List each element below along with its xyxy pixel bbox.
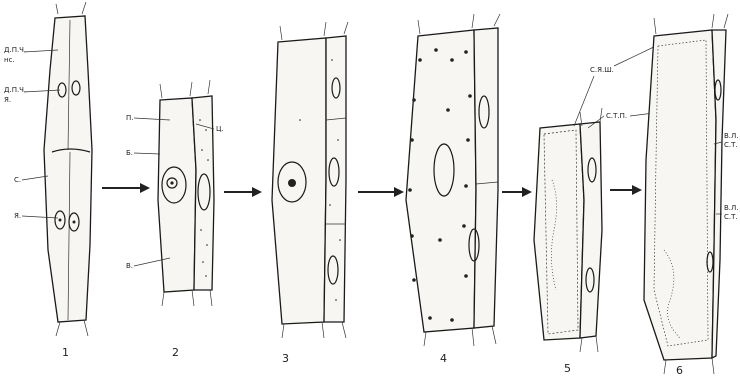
arrow-1	[102, 183, 150, 193]
stage-5-cells	[534, 108, 602, 352]
label-s1-c: С.	[14, 176, 21, 184]
stage-number-3: 3	[282, 352, 289, 365]
label-s1-mid: Д.П.Ч.	[4, 86, 26, 94]
stage-1-cells	[44, 2, 92, 336]
label-s2-b: Б.	[126, 149, 133, 157]
stage-4-cells	[406, 14, 500, 346]
label-s1-mid2: Я.	[4, 96, 11, 104]
stage-3-cells	[272, 22, 348, 338]
stage-number-1: 1	[62, 346, 69, 359]
label-s6-a: В.Л.	[724, 132, 739, 140]
arrow-2	[224, 187, 262, 197]
stage-number-2: 2	[172, 346, 179, 359]
stage-2-cells	[158, 80, 214, 306]
label-s6-b: С.Т.	[724, 141, 738, 149]
label-s2-c: Ц.	[216, 125, 224, 133]
arrow-5	[610, 185, 642, 195]
arrow-4	[502, 187, 532, 197]
label-s6-d: С.Т.	[724, 213, 738, 221]
stage-number-5: 5	[564, 362, 571, 375]
label-s5-b: С.Т.П.	[606, 112, 627, 120]
label-s2-a: П.	[126, 114, 134, 122]
label-s6-c: В.Л.	[724, 204, 739, 212]
stage-number-6: 6	[676, 364, 683, 377]
stage-6-cells	[644, 14, 728, 374]
label-s2-d: В.	[126, 262, 133, 270]
stage-number-4: 4	[440, 352, 447, 365]
label-s1-top2: нс.	[4, 56, 15, 64]
arrow-3	[358, 187, 404, 197]
label-s5-a: С.Я.Ш.	[590, 66, 614, 74]
label-s1-n: Я.	[14, 212, 21, 220]
label-s1-top: Д.П.Ч.	[4, 46, 26, 54]
